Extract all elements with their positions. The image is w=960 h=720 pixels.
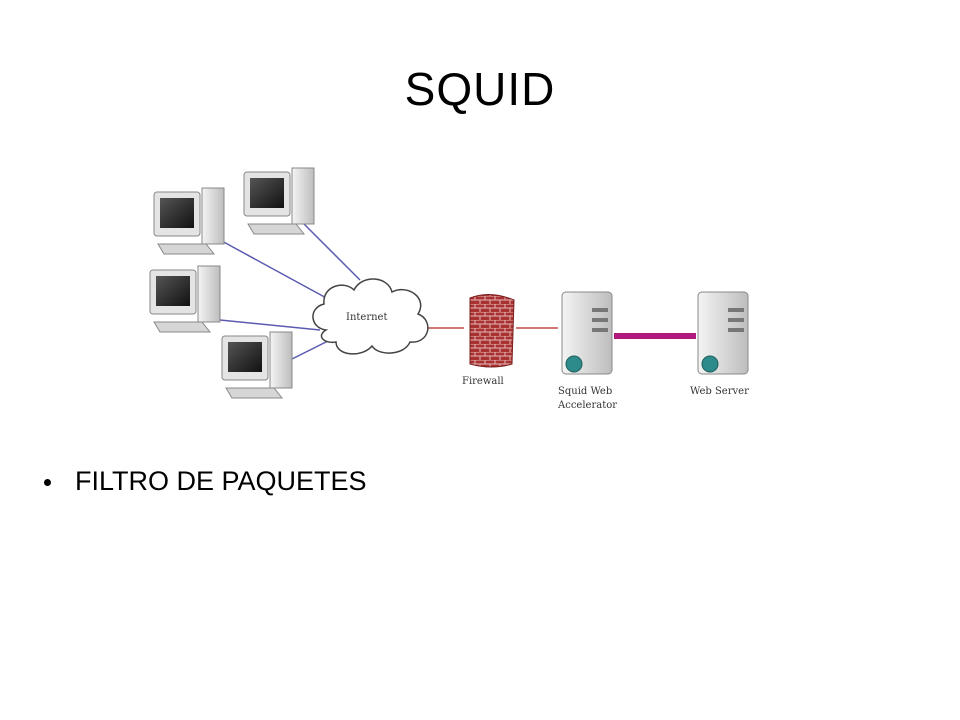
tower-icon [201, 187, 225, 245]
tower-icon [291, 167, 315, 225]
firewall-label: Firewall [462, 376, 504, 387]
client-computer-3 [149, 265, 221, 333]
keyboard-icon [247, 223, 306, 235]
monitor-screen-icon [228, 342, 262, 372]
link-client-4 [289, 339, 331, 361]
link-client-1 [219, 239, 331, 301]
keyboard-icon [153, 321, 212, 333]
link-client-3 [219, 319, 321, 331]
web-server-icon [697, 291, 749, 375]
squid-proxy-server-icon [561, 291, 613, 375]
proxy-label-line2: Accelerator [557, 400, 617, 411]
tower-icon [269, 331, 293, 389]
link-client-2 [299, 219, 361, 281]
monitor-screen-icon [250, 178, 284, 208]
slide-title: SQUID [404, 63, 556, 115]
tower-icon [197, 265, 221, 323]
client-computer-1 [153, 187, 225, 255]
bullet-text: FILTRO DE PAQUETES [75, 466, 367, 496]
proxy-label-line1: Squid Web [558, 386, 612, 397]
monitor-screen-icon [156, 276, 190, 306]
client-computer-4 [221, 331, 293, 399]
network-diagram: Internet Firewall Squid Web Accelerator … [149, 167, 749, 411]
bullet-list: FILTRO DE PAQUETES [44, 466, 367, 497]
monitor-screen-icon [160, 198, 194, 228]
firewall-icon [469, 294, 515, 368]
client-links [219, 219, 361, 361]
bullet-item: FILTRO DE PAQUETES [44, 466, 367, 497]
client-computer-2 [243, 167, 315, 235]
internet-label: Internet [346, 312, 387, 323]
internet-cloud-icon [312, 278, 429, 355]
keyboard-icon [225, 387, 284, 399]
keyboard-icon [157, 243, 216, 255]
bullet-dot-icon [44, 479, 51, 486]
web-server-label: Web Server [690, 386, 749, 397]
